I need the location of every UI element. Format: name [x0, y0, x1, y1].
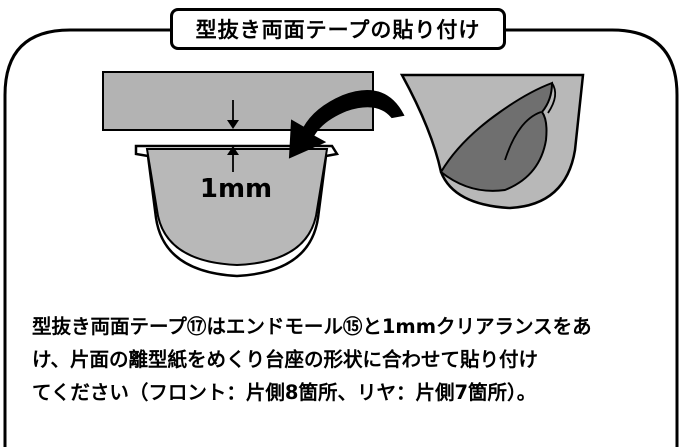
end-mold-inner	[145, 148, 329, 267]
description-line-2: け、片面の離型紙をめくり台座の形状に合わせて貼り付け	[32, 348, 539, 371]
diagram-title: 型抜き両面テープの貼り付け	[195, 18, 481, 42]
dimension-label: 1mm	[200, 174, 272, 204]
title-box: 型抜き両面テープの貼り付け	[170, 8, 506, 50]
liner-curl	[547, 82, 557, 114]
release-liner	[439, 81, 554, 192]
clearance-arrowhead-bottom	[227, 146, 239, 155]
description-line-1: 型抜き両面テープ⑰はエンドモール⑮と1mmクリアランスをあ	[32, 315, 592, 338]
clearance-arrowhead-top	[227, 120, 239, 129]
description: 型抜き両面テープ⑰はエンドモール⑮と1mmクリアランスをあ け、片面の離型紙をめ…	[32, 310, 657, 409]
description-line-3: てください（フロント：片側8箇所、リヤ：片側7箇所）。	[32, 381, 537, 404]
liner-edge	[504, 111, 542, 161]
apply-arrow	[288, 90, 405, 159]
